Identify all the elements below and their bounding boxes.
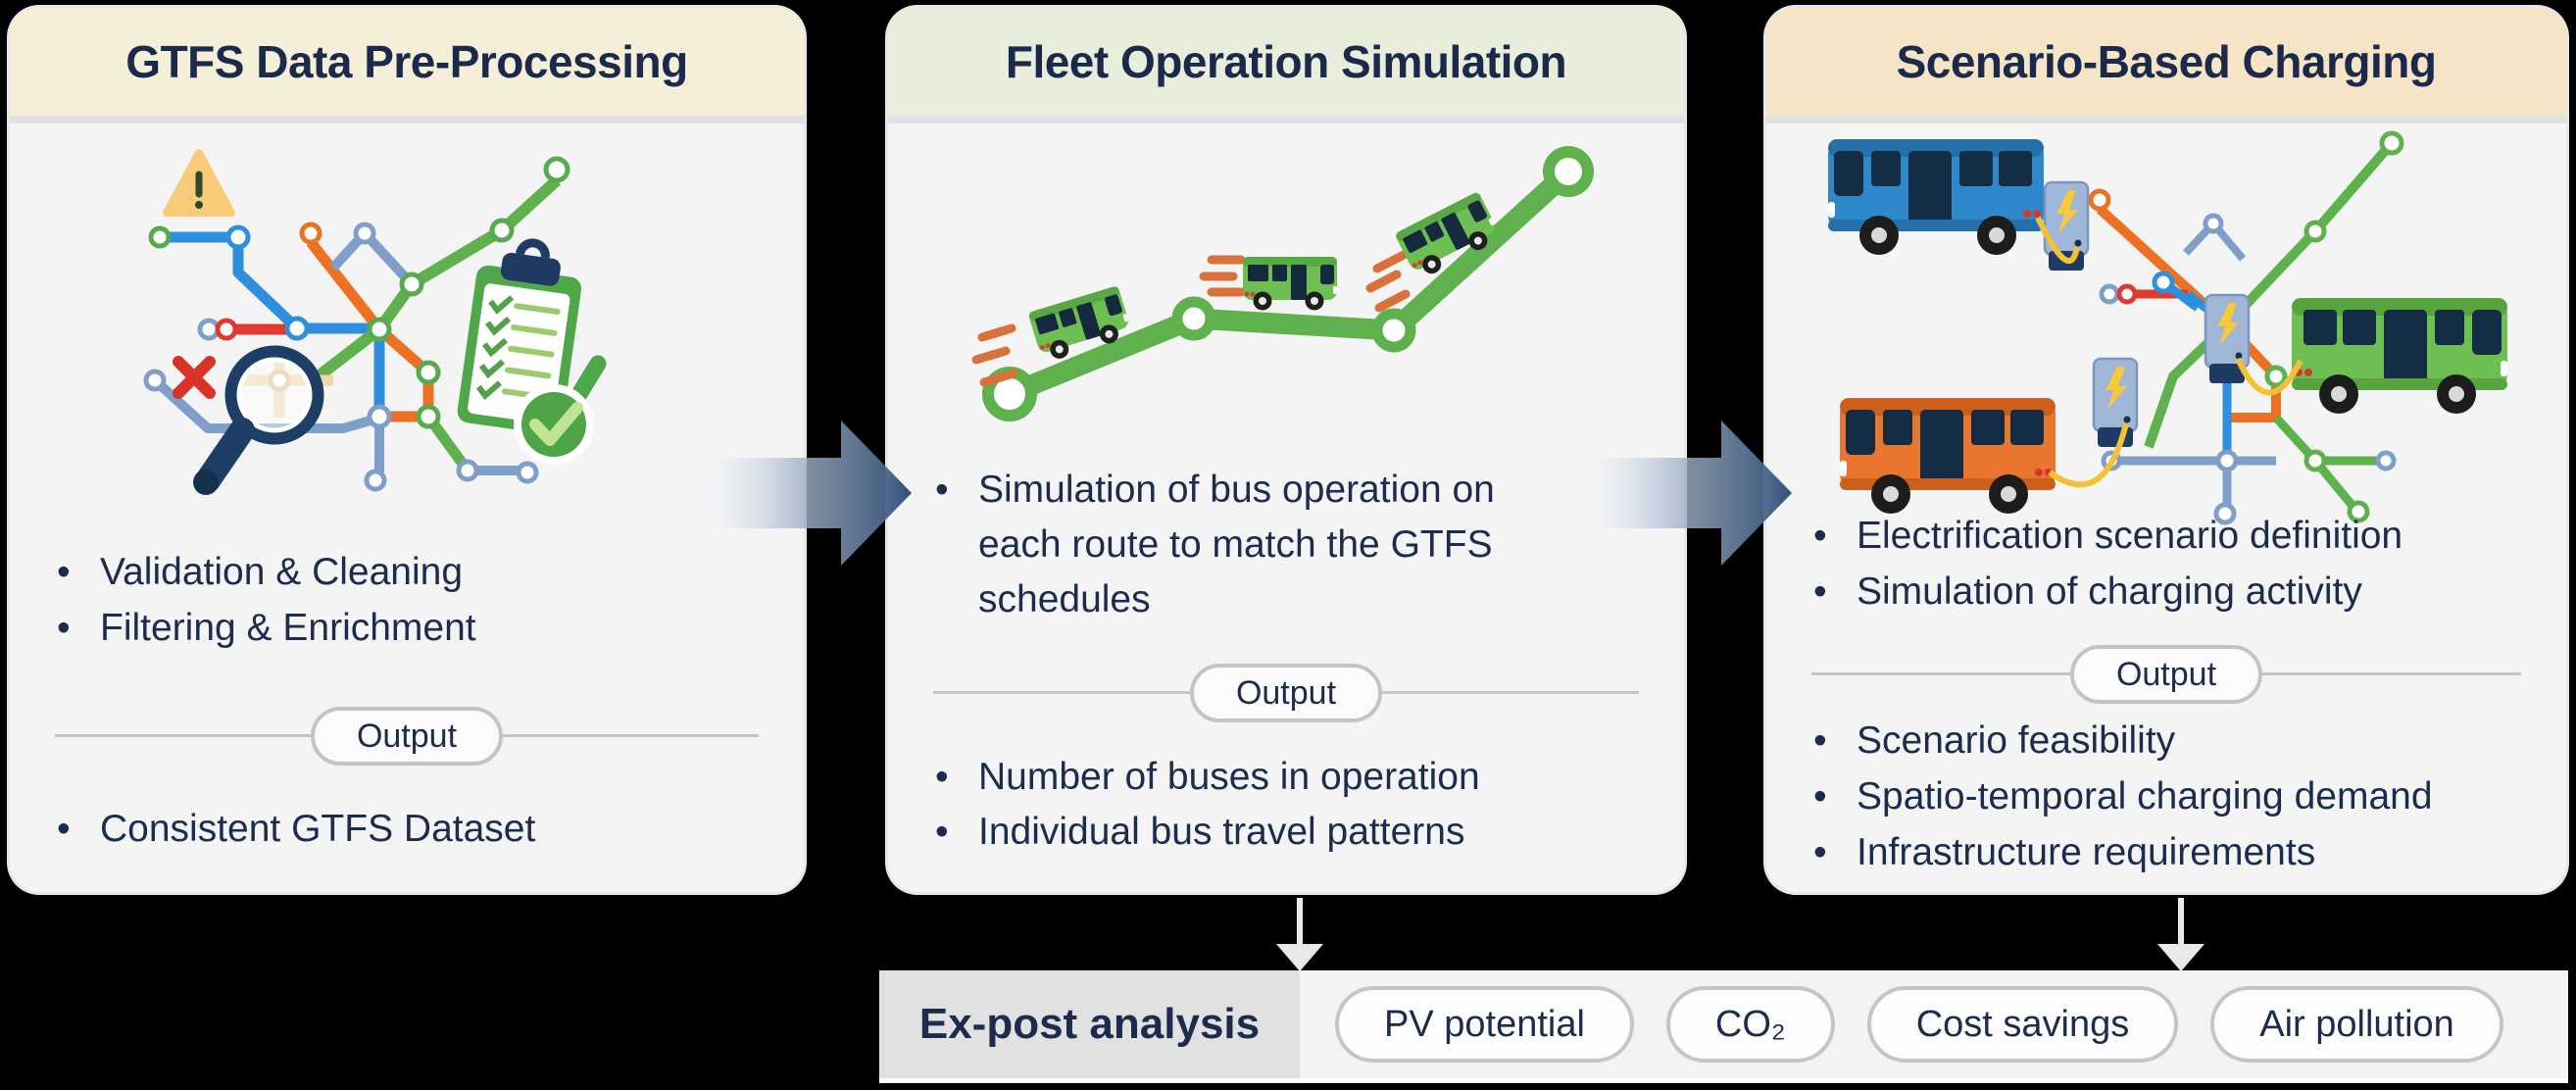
transit-map: [143, 156, 570, 492]
card-title: Fleet Operation Simulation: [1005, 36, 1567, 87]
input-list: • Validation & Cleaning • Filtering & En…: [49, 544, 788, 656]
stage-card-gtfs-preprocessing: GTFS Data Pre-Processing: [10, 8, 804, 892]
output-list: • Number of buses in operation • Individ…: [927, 750, 1668, 860]
bus-blue-icon: [1828, 139, 2044, 255]
highlighted-route: [243, 345, 333, 418]
transit-map: [2088, 130, 2404, 525]
route-polyline: [982, 146, 1594, 421]
list-item: • Consistent GTFS Dataset: [49, 801, 788, 857]
list-item-label: Electrification scenario definition: [1857, 515, 2403, 557]
bullet-dot: •: [57, 551, 71, 593]
stage-card-scenario-charging: Scenario-Based Charging: [1766, 8, 2566, 892]
bus-green-icon: [1027, 191, 1503, 365]
analysis-pill: CO₂: [1665, 986, 1835, 1063]
bullet-dot: •: [57, 607, 71, 649]
charging-cable: [2035, 216, 2304, 488]
list-item-label: Infrastructure requirements: [1857, 831, 2316, 873]
bullet-dot: •: [1813, 719, 1827, 762]
list-item: • Individual bus travel patterns: [927, 805, 1668, 860]
list-item: • Infrastructure requirements: [1806, 824, 2551, 880]
bullet-dot: •: [57, 808, 71, 850]
stage-card-fleet-simulation: Fleet Operation Simulation: [888, 8, 1684, 892]
ex-post-analysis-bar: Ex-post analysis PV potential CO₂ Cost s…: [879, 970, 2568, 1083]
output-pill: Output: [2070, 645, 2262, 704]
analysis-pill: Air pollution: [2210, 986, 2503, 1063]
bullet-dot: •: [1813, 775, 1827, 818]
card-header: GTFS Data Pre-Processing: [10, 8, 804, 124]
analysis-pill: PV potential: [1335, 986, 1634, 1063]
output-list: • Scenario feasibility • Spatio-temporal…: [1806, 713, 2551, 880]
stage-arrow-icon: [1566, 421, 1792, 566]
down-arrow-icon: [1276, 944, 1323, 971]
list-item: • Number of buses in operation: [927, 750, 1668, 805]
bullet-dot: •: [1813, 515, 1827, 557]
list-item: • Filtering & Enrichment: [49, 600, 788, 656]
list-item: • Validation & Cleaning: [49, 544, 788, 600]
analysis-pill-list: PV potential CO₂ Cost savings Air pollut…: [1300, 970, 2568, 1078]
card-title: Scenario-Based Charging: [1896, 36, 2437, 87]
bullet-dot: •: [935, 756, 949, 798]
speed-dashes: [971, 250, 1411, 387]
list-item-label: Simulation of charging activity: [1857, 570, 2362, 613]
checklist-clipboard-icon: [457, 238, 582, 435]
ex-post-analysis-label: Ex-post analysis: [879, 970, 1300, 1078]
warning-triangle-icon: [163, 149, 235, 217]
list-item-label: Simulation of bus operation on each rout…: [978, 469, 1495, 620]
charging-station-icon: [2043, 180, 2090, 272]
list-item-label: Spatio-temporal charging demand: [1857, 775, 2433, 818]
list-item-label: Consistent GTFS Dataset: [100, 808, 536, 850]
down-arrow-icon: [2157, 944, 2204, 971]
card-header: Fleet Operation Simulation: [888, 8, 1684, 124]
output-pill: Output: [1190, 664, 1382, 722]
input-list: • Simulation of bus operation on each ro…: [927, 463, 1668, 627]
magnifier-icon: [193, 345, 324, 495]
bullet-dot: •: [935, 811, 949, 853]
bullet-dot: •: [1813, 831, 1827, 873]
input-list: • Electrification scenario definition • …: [1806, 508, 2551, 619]
bullet-dot: •: [1813, 570, 1827, 613]
bus-route-simulation-illustration: [971, 146, 1594, 421]
stage-arrow-icon: [686, 421, 912, 566]
list-item-label: Individual bus travel patterns: [978, 811, 1465, 853]
charging-network-illustration: [1828, 130, 2507, 525]
charging-station-icon: [2204, 293, 2251, 385]
charging-station-icon: [2092, 357, 2139, 449]
transit-map-validation-illustration: [143, 149, 607, 495]
check-badge-icon: [514, 355, 607, 465]
list-item: • Scenario feasibility: [1806, 713, 2551, 768]
output-pill: Output: [311, 707, 503, 766]
output-list: • Consistent GTFS Dataset: [49, 801, 788, 857]
list-item: • Simulation of bus operation on each ro…: [927, 463, 1668, 627]
error-cross-icon: [173, 356, 216, 399]
card-title: GTFS Data Pre-Processing: [125, 36, 688, 87]
down-arrow-icon: [1297, 898, 1303, 945]
down-arrow-icon: [2178, 898, 2184, 945]
bullet-dot: •: [935, 469, 949, 511]
bus-orange-icon: [1840, 398, 2056, 514]
list-item: • Simulation of charging activity: [1806, 564, 2551, 619]
analysis-pill: Cost savings: [1866, 986, 2179, 1063]
card-header: Scenario-Based Charging: [1766, 8, 2566, 124]
list-item-label: Number of buses in operation: [978, 756, 1480, 798]
list-item-label: Filtering & Enrichment: [100, 607, 476, 649]
list-item: • Electrification scenario definition: [1806, 508, 2551, 564]
list-item: • Spatio-temporal charging demand: [1806, 768, 2551, 824]
bus-green-icon: [2292, 298, 2507, 414]
list-item-label: Scenario feasibility: [1857, 719, 2176, 762]
list-item-label: Validation & Cleaning: [100, 551, 464, 593]
